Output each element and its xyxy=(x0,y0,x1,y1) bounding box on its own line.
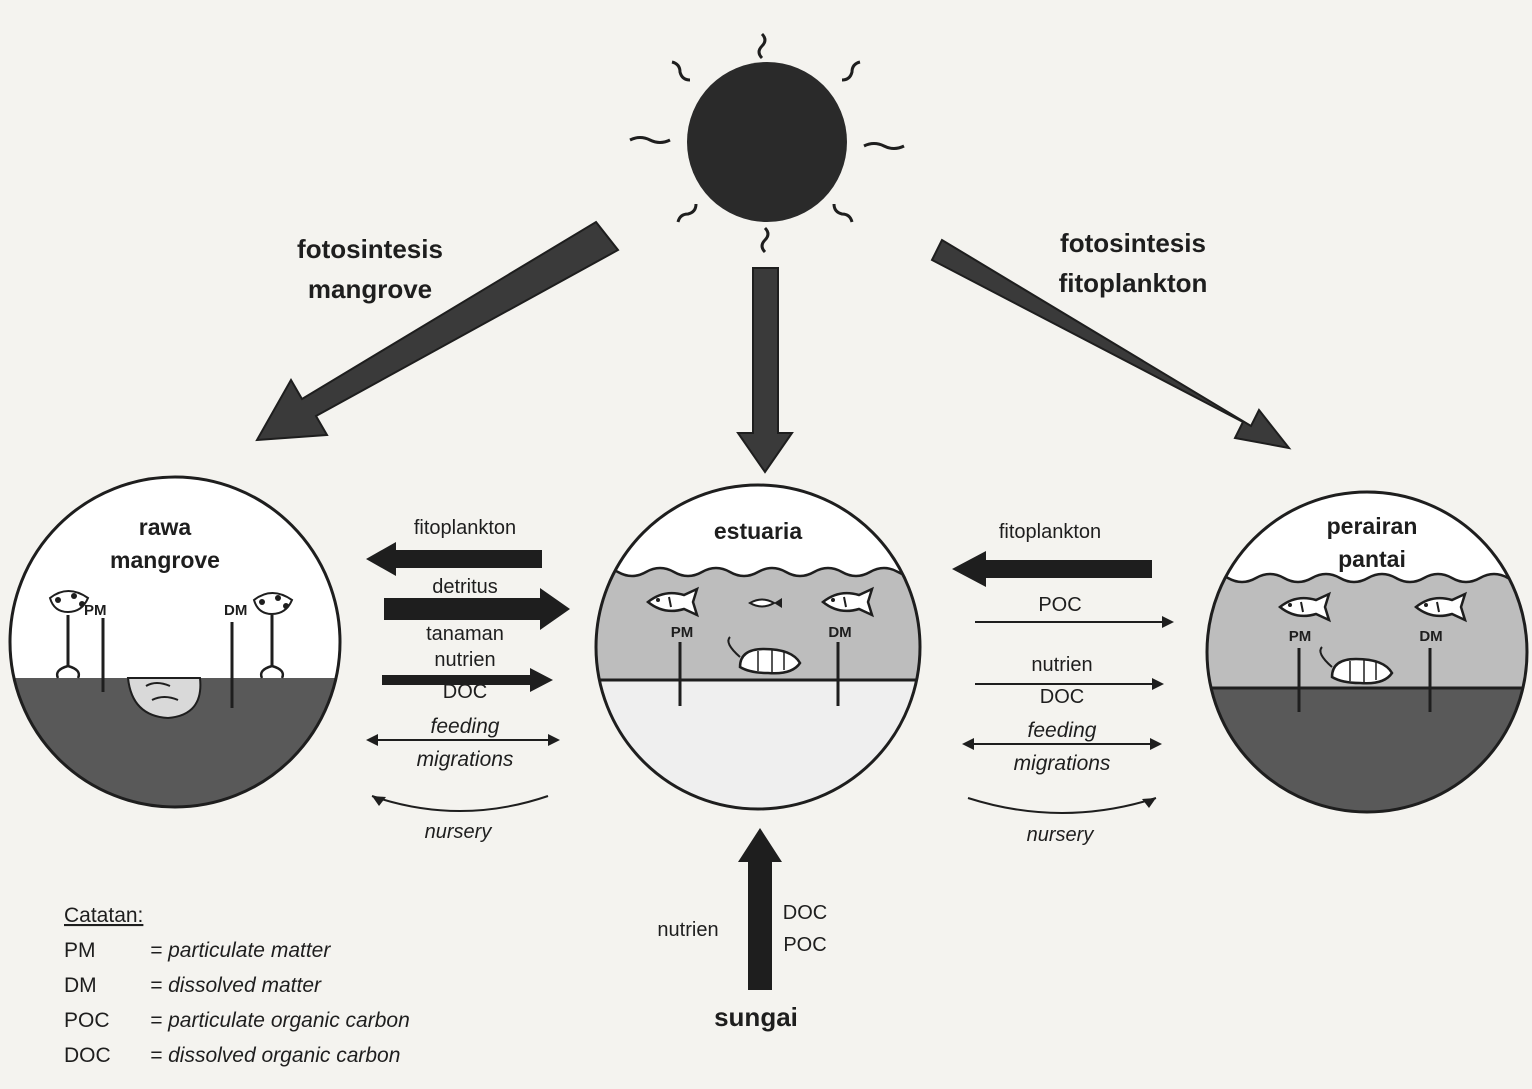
legend-abbr-pm: PM xyxy=(64,939,96,962)
river-nutrien-label: nutrien xyxy=(657,919,718,941)
mangrove-dm-label: DM xyxy=(224,602,247,619)
river-input: nutrien DOC POC sungai xyxy=(657,828,827,1032)
phytoplankton-photosynthesis-label-1: fotosintesis xyxy=(1060,228,1206,258)
legend-abbr-dm: DM xyxy=(64,974,97,997)
estuary-dm-label: DM xyxy=(828,624,851,641)
left-migrations-label: migrations xyxy=(417,748,514,771)
right-doc-label: DOC xyxy=(1040,686,1084,708)
river-poc-label: POC xyxy=(783,934,826,956)
mangrove-swamp-circle: rawa mangrove PM DM xyxy=(0,477,360,838)
phytoplankton-photosynthesis-label-2: fitoplankton xyxy=(1059,268,1208,298)
arrow-to-estuary xyxy=(738,268,792,472)
river-doc-label: DOC xyxy=(783,902,827,924)
legend-abbr-poc: POC xyxy=(64,1009,110,1032)
legend-def-dm: = dissolved matter xyxy=(150,974,322,997)
left-tanaman-label: tanaman xyxy=(426,623,504,645)
right-exchange-flows: fitoplankton POC nutrien DOC feeding mig… xyxy=(952,521,1174,846)
right-fitoplankton-arrow xyxy=(952,551,1152,587)
sun-icon xyxy=(630,34,904,252)
legend-heading: Catatan: xyxy=(64,904,143,927)
legend-def-doc: = dissolved organic carbon xyxy=(150,1044,400,1067)
left-fitoplankton-label: fitoplankton xyxy=(414,517,516,539)
coastal-dm-label: DM xyxy=(1419,628,1442,645)
river-label: sungai xyxy=(714,1002,798,1032)
left-nursery-label: nursery xyxy=(425,821,493,843)
coastal-title-1: perairan xyxy=(1327,513,1418,539)
legend-abbr-doc: DOC xyxy=(64,1044,111,1067)
coastal-pm-label: PM xyxy=(1289,628,1312,645)
estuary-pm-label: PM xyxy=(671,624,694,641)
left-feeding-label: feeding xyxy=(431,715,500,738)
right-nursery-label: nursery xyxy=(1027,824,1095,846)
left-nutrien-label: nutrien xyxy=(434,649,495,671)
right-fitoplankton-label: fitoplankton xyxy=(999,521,1101,543)
estuary-title: estuaria xyxy=(714,518,802,544)
mangrove-title-1: rawa xyxy=(139,514,192,540)
right-feeding-label: feeding xyxy=(1028,719,1097,742)
left-exchange-flows: fitoplankton detritus tanaman nutrien DO… xyxy=(366,517,570,843)
right-poc-label: POC xyxy=(1038,594,1081,616)
estuary-circle: estuaria PM DM xyxy=(590,485,930,820)
mangrove-photosynthesis-label-1: fotosintesis xyxy=(297,234,443,264)
river-arrow xyxy=(738,828,782,990)
right-nutrien-label: nutrien xyxy=(1031,654,1092,676)
mangrove-photosynthesis-label-2: mangrove xyxy=(308,274,432,304)
left-detritus-label: detritus xyxy=(432,576,498,598)
left-doc-label: DOC xyxy=(443,681,487,703)
coastal-waters-circle: perairan pantai PM DM xyxy=(1200,492,1532,828)
legend: Catatan: PM = particulate matter DM = di… xyxy=(64,904,410,1067)
fitoplankton-arrow xyxy=(366,542,542,576)
mangrove-pm-label: PM xyxy=(84,602,107,619)
mangrove-title-2: mangrove xyxy=(110,547,220,573)
legend-def-pm: = particulate matter xyxy=(150,939,331,962)
coastal-title-2: pantai xyxy=(1338,546,1406,572)
right-migrations-label: migrations xyxy=(1014,752,1111,775)
legend-def-poc: = particulate organic carbon xyxy=(150,1009,410,1032)
